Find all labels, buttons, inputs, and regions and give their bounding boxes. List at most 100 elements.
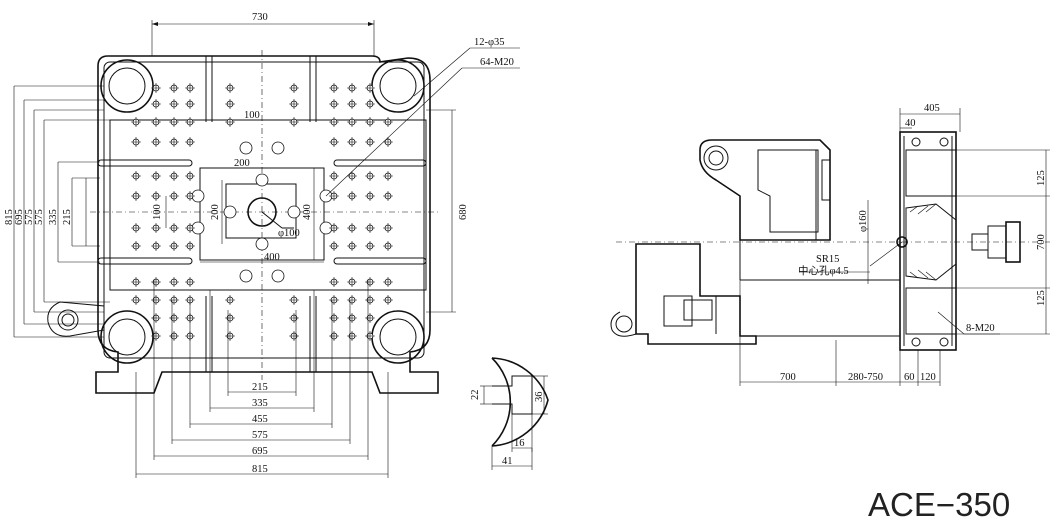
bolt-hole-mark — [225, 295, 235, 305]
bolt-hole-mark — [169, 241, 179, 251]
bolt-hole-mark — [365, 277, 375, 287]
bolt-hole-mark — [347, 313, 357, 323]
bolt-hole-mark — [151, 313, 161, 323]
bolt-hole-grid — [131, 83, 393, 341]
bolt-hole-mark — [151, 83, 161, 93]
bolt-hole-mark — [169, 313, 179, 323]
bolt-hole-mark — [347, 137, 357, 147]
side-dim-60: 60 — [904, 372, 915, 383]
bolt-hole-mark — [185, 137, 195, 147]
dim-bottom-575: 575 — [252, 430, 268, 441]
bolt-hole-mark — [365, 313, 375, 323]
bolt-hole-mark — [151, 295, 161, 305]
bolt-hole-mark — [131, 223, 141, 233]
side-dia-160: φ160 — [858, 210, 869, 232]
side-dim-405: 405 — [924, 103, 940, 114]
dim-left-815: 815 — [4, 209, 15, 225]
bolt-hole-mark — [329, 313, 339, 323]
detail-dim-22: 22 — [470, 390, 481, 401]
dim-inner-100v: 100 — [152, 204, 163, 220]
bolt-hole-mark — [365, 171, 375, 181]
bolt-hole-mark — [329, 117, 339, 127]
bolt-hole-mark — [131, 117, 141, 127]
bolt-hole-mark — [185, 99, 195, 109]
side-dim-700: 700 — [1036, 234, 1047, 250]
bolt-hole-mark — [383, 295, 393, 305]
bolt-hole-mark — [365, 331, 375, 341]
bolt-hole-mark — [383, 191, 393, 201]
bolt-hole-mark — [365, 117, 375, 127]
side-thread: 8-M20 — [966, 323, 995, 334]
side-center-hole: 中心孔φ4.5 — [798, 264, 849, 277]
dim-left-335: 335 — [48, 209, 59, 225]
bolt-hole-mark — [329, 277, 339, 287]
dim-left-575a: 575 — [24, 209, 35, 225]
bolt-hole-mark — [347, 83, 357, 93]
dim-inner-200h: 200 — [234, 158, 250, 169]
bolt-hole-mark — [151, 99, 161, 109]
side-dim-700-bottom: 700 — [780, 372, 796, 383]
bolt-hole-mark — [329, 137, 339, 147]
dim-inner-200v: 200 — [210, 204, 221, 220]
bolt-hole-mark — [289, 83, 299, 93]
side-dim-40: 40 — [905, 118, 916, 129]
platen-front-view: 730 12-φ35 64-M20 815 695 575 575 335 21… — [4, 12, 520, 478]
callout-tiebar: 12-φ35 — [474, 37, 505, 48]
bolt-hole-mark — [151, 223, 161, 233]
bolt-hole-mark — [225, 117, 235, 127]
bolt-hole-mark — [329, 191, 339, 201]
bolt-hole-mark — [347, 295, 357, 305]
bolt-hole-mark — [151, 191, 161, 201]
bolt-hole-mark — [365, 137, 375, 147]
model-label: ACE−350 — [868, 486, 1010, 523]
bolt-hole-mark — [185, 171, 195, 181]
bolt-hole-mark — [169, 295, 179, 305]
bolt-hole-mark — [365, 295, 375, 305]
bolt-hole-mark — [329, 83, 339, 93]
bolt-hole-mark — [383, 223, 393, 233]
bolt-hole-mark — [185, 83, 195, 93]
dim-top-width: 730 — [252, 12, 268, 23]
side-sr15: SR15 — [816, 254, 839, 265]
bolt-hole-mark — [225, 99, 235, 109]
bolt-hole-mark — [329, 295, 339, 305]
bolt-hole-mark — [289, 117, 299, 127]
callout-thread: 64-M20 — [480, 57, 514, 68]
bolt-hole-mark — [329, 241, 339, 251]
side-view: 405 40 φ160 SR15 中心孔φ4.5 125 700 125 8-M… — [610, 103, 1050, 386]
dim-bottom-695: 695 — [252, 446, 268, 457]
bolt-hole-mark — [329, 99, 339, 109]
bolt-hole-mark — [131, 137, 141, 147]
bolt-hole-mark — [185, 223, 195, 233]
dim-center-hole: φ100 — [278, 228, 300, 239]
bolt-hole-mark — [169, 137, 179, 147]
bolt-hole-mark — [169, 277, 179, 287]
bolt-hole-mark — [131, 295, 141, 305]
bolt-hole-mark — [151, 171, 161, 181]
bolt-hole-mark — [185, 191, 195, 201]
bolt-hole-mark — [185, 241, 195, 251]
bolt-hole-mark — [131, 277, 141, 287]
detail-dim-41: 41 — [502, 456, 513, 467]
bolt-hole-mark — [365, 99, 375, 109]
bolt-hole-mark — [289, 295, 299, 305]
bolt-hole-mark — [289, 331, 299, 341]
bolt-hole-mark — [347, 277, 357, 287]
bolt-hole-mark — [329, 223, 339, 233]
bolt-hole-mark — [347, 191, 357, 201]
bolt-hole-mark — [169, 83, 179, 93]
bolt-hole-mark — [131, 171, 141, 181]
bolt-hole-mark — [347, 331, 357, 341]
bolt-hole-mark — [225, 83, 235, 93]
bolt-hole-mark — [169, 191, 179, 201]
bolt-hole-mark — [329, 171, 339, 181]
bolt-hole-mark — [383, 137, 393, 147]
detail-dim-16: 16 — [514, 438, 525, 449]
bolt-hole-mark — [225, 313, 235, 323]
bolt-hole-mark — [383, 277, 393, 287]
dim-inner-400h: 400 — [264, 252, 280, 263]
detail-dim-36: 36 — [534, 392, 545, 403]
bolt-hole-mark — [151, 137, 161, 147]
bolt-hole-mark — [131, 191, 141, 201]
